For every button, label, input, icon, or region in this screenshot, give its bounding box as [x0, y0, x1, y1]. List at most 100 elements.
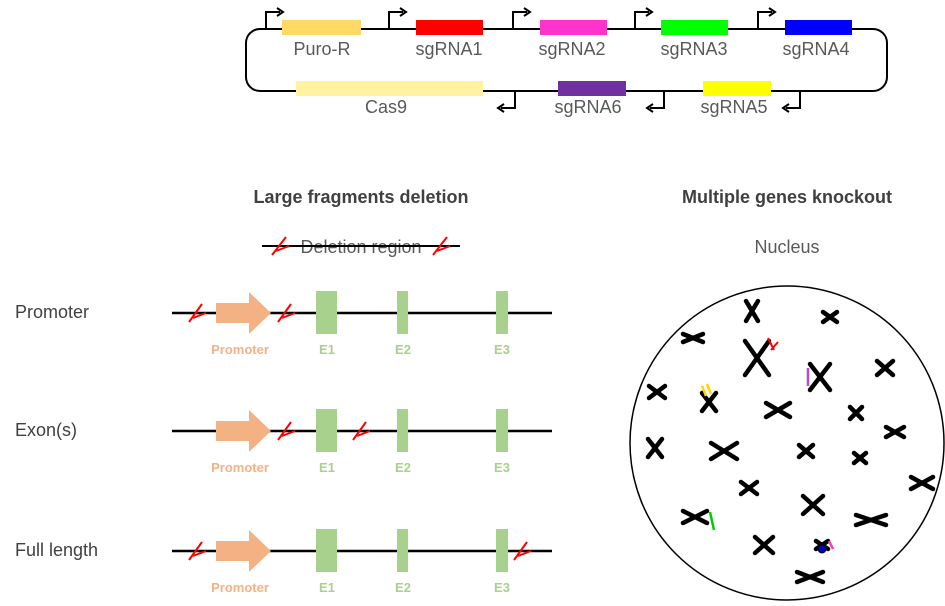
- arrowhead-icon: [399, 7, 408, 17]
- chromosome-icon: [645, 436, 665, 460]
- bottom-cassette-sgrna5: sgRNA5: [700, 81, 801, 117]
- promoter-arrow-icon: [786, 91, 801, 109]
- sgrna-target-marks: [700, 337, 835, 554]
- promoter-arrow-icon: [216, 410, 271, 452]
- cassette-bar: [282, 20, 361, 35]
- arrowhead-icon: [645, 7, 654, 17]
- chromosome-icon: [883, 424, 907, 440]
- promoter-arrow-icon: [650, 91, 665, 109]
- chromosome-icon: [796, 442, 816, 460]
- cut-mark-icon: [188, 303, 207, 323]
- cassette-label: sgRNA6: [554, 97, 621, 117]
- top-cassette-puro: Puro-R: [265, 7, 361, 59]
- row-exons: Exon(s) Promoter E1 E2 E3: [15, 409, 552, 475]
- exon-e3: [496, 409, 508, 452]
- cut-mark-icon: [277, 303, 296, 323]
- row-label: Full length: [15, 540, 98, 560]
- cut-mark-icon: [271, 236, 290, 256]
- exon-label: E2: [395, 460, 411, 475]
- exon-label: E2: [395, 342, 411, 357]
- exon-e3: [496, 529, 508, 572]
- bottom-cassette-cas9: Cas9: [296, 81, 516, 117]
- cut-mark-icon: [513, 541, 532, 561]
- cassette-bar: [540, 20, 607, 35]
- arrowhead-icon: [645, 103, 654, 113]
- bottom-cassette-sgrna6: sgRNA6: [554, 81, 665, 117]
- arrowhead-icon: [276, 7, 285, 17]
- chromosome-icon: [743, 298, 761, 324]
- promoter-label: Promoter: [211, 342, 269, 357]
- cassette-bar: [296, 81, 483, 96]
- promoter-arrow-icon: [757, 11, 772, 29]
- left-panel: Large fragments deletion Deletion region…: [15, 187, 552, 595]
- exon-label: E1: [319, 580, 335, 595]
- chromosome-icon: [699, 390, 719, 414]
- promoter-arrow-icon: [216, 530, 271, 572]
- exon-e1: [316, 291, 337, 334]
- chromosome-icon: [847, 404, 865, 422]
- cut-mark-icon: [277, 421, 296, 441]
- promoter-label: Promoter: [211, 460, 269, 475]
- exon-e1: [316, 529, 337, 572]
- deletion-legend: Deletion region: [262, 236, 460, 257]
- plasmid-vector: Puro-R sgRNA1 sgRNA2 sgRNA3 sgRNA4: [245, 7, 888, 117]
- exon-e1: [316, 409, 337, 452]
- arrowhead-icon: [781, 103, 790, 113]
- exon-label: E3: [494, 580, 510, 595]
- promoter-label: Promoter: [211, 580, 269, 595]
- promoter-arrow-icon: [512, 11, 527, 29]
- exon-label: E2: [395, 580, 411, 595]
- exon-label: E3: [494, 342, 510, 357]
- arrowhead-icon: [768, 7, 777, 17]
- cassette-label: sgRNA1: [415, 39, 482, 59]
- chromosome-icon: [820, 309, 840, 325]
- chromosome-icon: [794, 569, 826, 585]
- exon-e2: [397, 291, 408, 334]
- row-promoter: Promoter Promoter E1 E2 E3: [15, 291, 552, 357]
- promoter-arrow-icon: [634, 11, 649, 29]
- chromosome-icon: [738, 479, 760, 497]
- exon-label: E1: [319, 460, 335, 475]
- exon-e3: [496, 291, 508, 334]
- sgrna2-target-icon: [827, 540, 835, 550]
- top-cassette-sgrna1: sgRNA1: [388, 7, 483, 59]
- exon-label: E1: [319, 342, 335, 357]
- chromosome-icon: [763, 400, 793, 420]
- top-cassette-sgrna3: sgRNA3: [634, 7, 728, 59]
- left-panel-title: Large fragments deletion: [253, 187, 468, 207]
- cassette-bar: [661, 20, 728, 35]
- chromosome-icon: [851, 450, 869, 466]
- cut-mark-icon: [352, 421, 371, 441]
- cassette-label: sgRNA5: [700, 97, 767, 117]
- promoter-arrow-icon: [501, 91, 516, 109]
- top-cassette-sgrna4: sgRNA4: [757, 7, 852, 59]
- exon-e2: [397, 529, 408, 572]
- cassette-label: sgRNA3: [660, 39, 727, 59]
- chromosome-icon: [874, 358, 896, 378]
- sgrna3-target-icon: [708, 511, 716, 531]
- row-label: Exon(s): [15, 420, 77, 440]
- chromosome-icon: [708, 440, 740, 462]
- chromosome-icon: [853, 512, 889, 528]
- promoter-arrow-icon: [265, 11, 280, 29]
- cassette-label: sgRNA4: [782, 39, 849, 59]
- chromosome-icon: [646, 383, 668, 401]
- chromosome-icon: [680, 331, 706, 345]
- top-cassette-sgrna2: sgRNA2: [512, 7, 607, 59]
- cassette-bar: [703, 81, 771, 96]
- chromosome-icon: [800, 493, 826, 517]
- right-panel-title: Multiple genes knockout: [682, 187, 892, 207]
- cassette-bar: [558, 81, 626, 96]
- sgrna4-target-icon: [817, 544, 827, 554]
- cut-mark-icon: [188, 541, 207, 561]
- nucleus-label: Nucleus: [754, 237, 819, 257]
- cassette-bar: [416, 20, 483, 35]
- chromosome-icon: [742, 338, 772, 378]
- cassette-label: Puro-R: [293, 39, 350, 59]
- exon-label: E3: [494, 460, 510, 475]
- promoter-arrow-icon: [216, 292, 271, 334]
- row-label: Promoter: [15, 302, 89, 322]
- sgrna5-target-icon: [700, 383, 713, 397]
- chromosome-icon: [908, 474, 936, 492]
